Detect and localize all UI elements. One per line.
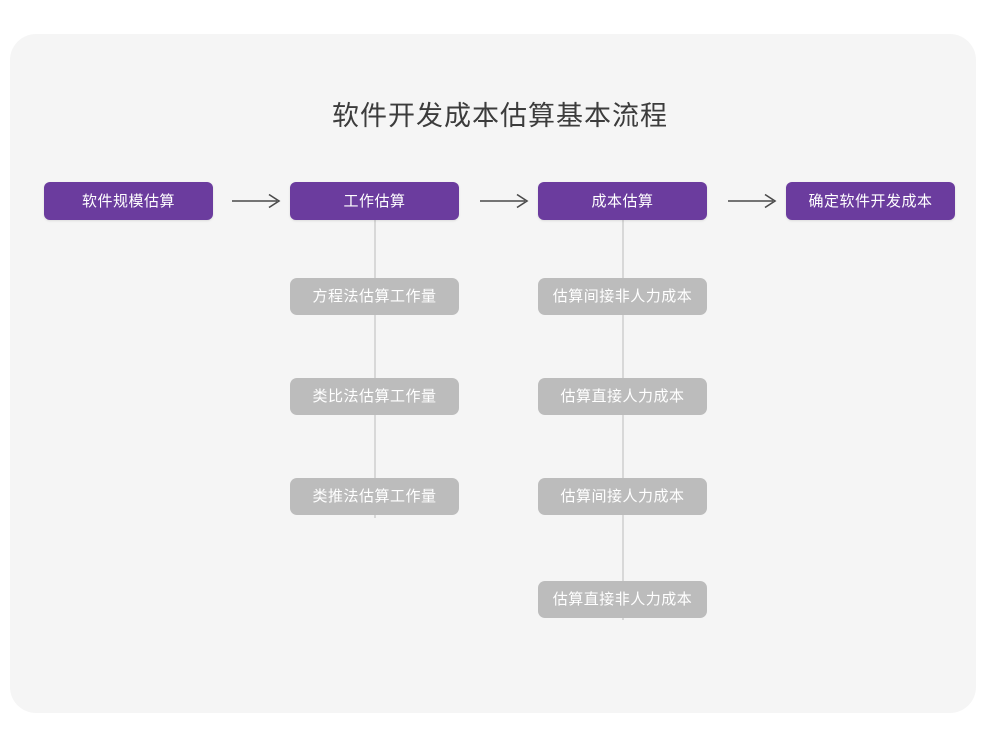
- page-title: 软件开发成本估算基本流程: [332, 101, 668, 131]
- sub-node-label: 估算间接非人力成本: [552, 288, 693, 305]
- flow-node-label: 成本估算: [591, 192, 654, 210]
- content-card: [10, 34, 976, 713]
- sub-node-inference-method-workload[interactable]: 类推法估算工作量: [290, 478, 459, 515]
- sub-node-label: 估算直接非人力成本: [552, 591, 693, 608]
- flow-node-cost-estimation[interactable]: 成本估算: [538, 182, 707, 220]
- sub-node-label: 类推法估算工作量: [312, 488, 437, 505]
- connector-line-column-2: [622, 216, 624, 620]
- sub-node-indirect-labor-cost[interactable]: 估算间接人力成本: [538, 478, 707, 515]
- sub-node-direct-non-labor-cost[interactable]: 估算直接非人力成本: [538, 581, 707, 618]
- flow-arrow-3: [722, 186, 784, 216]
- flow-node-label: 确定软件开发成本: [808, 192, 933, 210]
- flow-arrow-1: [226, 186, 288, 216]
- flow-node-work-estimation[interactable]: 工作估算: [290, 182, 459, 220]
- connector-line-column-1: [374, 216, 376, 518]
- flow-node-label: 工作估算: [343, 192, 406, 210]
- sub-node-label: 方程法估算工作量: [312, 288, 437, 305]
- sub-node-label: 类比法估算工作量: [312, 388, 437, 405]
- sub-node-label: 估算直接人力成本: [560, 388, 685, 405]
- sub-node-indirect-non-labor-cost[interactable]: 估算间接非人力成本: [538, 278, 707, 315]
- sub-node-direct-labor-cost[interactable]: 估算直接人力成本: [538, 378, 707, 415]
- flow-node-software-scale-estimation[interactable]: 软件规模估算: [44, 182, 213, 220]
- sub-node-analogy-method-workload[interactable]: 类比法估算工作量: [290, 378, 459, 415]
- flow-node-determine-development-cost[interactable]: 确定软件开发成本: [786, 182, 955, 220]
- sub-node-equation-method-workload[interactable]: 方程法估算工作量: [290, 278, 459, 315]
- flow-arrow-2: [474, 186, 536, 216]
- flow-node-label: 软件规模估算: [81, 192, 175, 210]
- sub-node-label: 估算间接人力成本: [560, 488, 685, 505]
